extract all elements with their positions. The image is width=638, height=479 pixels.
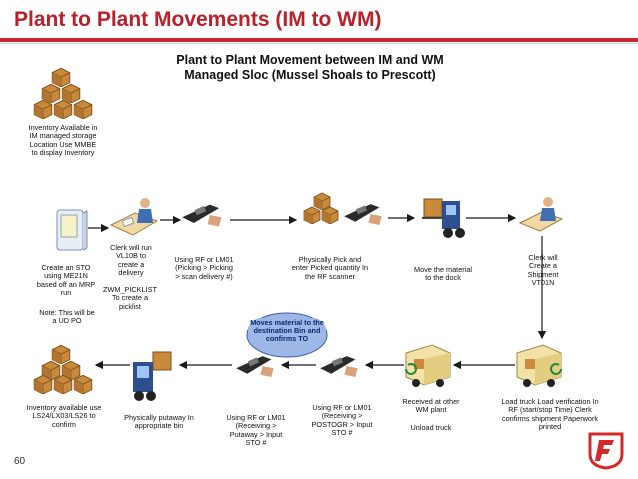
label-moves-material: Moves material to the destination Bin an…: [250, 318, 324, 344]
forklift-icon: [422, 198, 465, 238]
flow-arrows: [88, 213, 547, 370]
label-rf-lm01-postogr: Using RF or LM01 (Receiving > POSTOGR > …: [311, 403, 373, 438]
forklift-icon: [133, 351, 172, 401]
boxes-icon: [303, 192, 339, 224]
label-clerk-vl10b: Clerk will run VL10B to create a deliver…: [110, 243, 152, 278]
boxes-icon: [33, 67, 93, 119]
truck-icon: [405, 344, 451, 387]
title-rule-shadow: [0, 43, 638, 44]
label-unload-truck: Unload truck: [410, 423, 452, 432]
label-note-ud-po: Note: This will be a UD PO: [39, 308, 95, 326]
label-load-truck: Load truck Load verification In RF (star…: [501, 397, 599, 432]
label-zwm-picklist: ZWM_PICKLIST To create a picklist: [103, 285, 157, 311]
title-rule: [0, 38, 638, 42]
page-number: 60: [14, 456, 26, 467]
cloud-shape: [246, 312, 328, 358]
label-create-sto: Create an STO using ME21N based off an M…: [36, 263, 96, 298]
diagram-heading: Plant to Plant Movement between IM and W…: [176, 53, 444, 82]
label-rf-lm01-picking: Using RF or LM01 (Picking > Picking > sc…: [174, 255, 234, 281]
clerk-desk-icon: [518, 197, 564, 232]
label-physically-putaway: Physically putaway In appropriate bin: [124, 413, 194, 431]
label-physically-pick: Physically Pick and enter Picked quantit…: [291, 255, 369, 281]
boxes-icon: [33, 344, 93, 394]
rf-scanner-icon: [236, 356, 274, 377]
firestone-logo-icon: [588, 432, 624, 470]
label-inventory-available: Inventory Available in IM managed storag…: [28, 123, 98, 158]
label-rf-lm01-putaway: Using RF or LM01 (Receiving > Putaway > …: [226, 413, 286, 448]
label-clerk-vt01n: Clerk will Create a Shipment VT01N: [527, 253, 559, 288]
rf-scanner-icon: [344, 204, 382, 225]
rf-scanner-icon: [182, 204, 222, 227]
clerk-desk-icon: [109, 198, 159, 236]
computer-icon: [56, 209, 88, 251]
label-received: Received at other WM plant: [402, 397, 460, 415]
slide-title: Plant to Plant Movements (IM to WM): [14, 8, 382, 31]
title-bar: Plant to Plant Movements (IM to WM): [0, 0, 638, 44]
rf-scanner-icon: [320, 356, 358, 377]
label-inventory-available-use: Inventory available use LS24/LX03/LS26 t…: [26, 403, 102, 429]
label-move-material: Move the material to the dock: [414, 265, 472, 283]
truck-icon: [516, 344, 562, 387]
